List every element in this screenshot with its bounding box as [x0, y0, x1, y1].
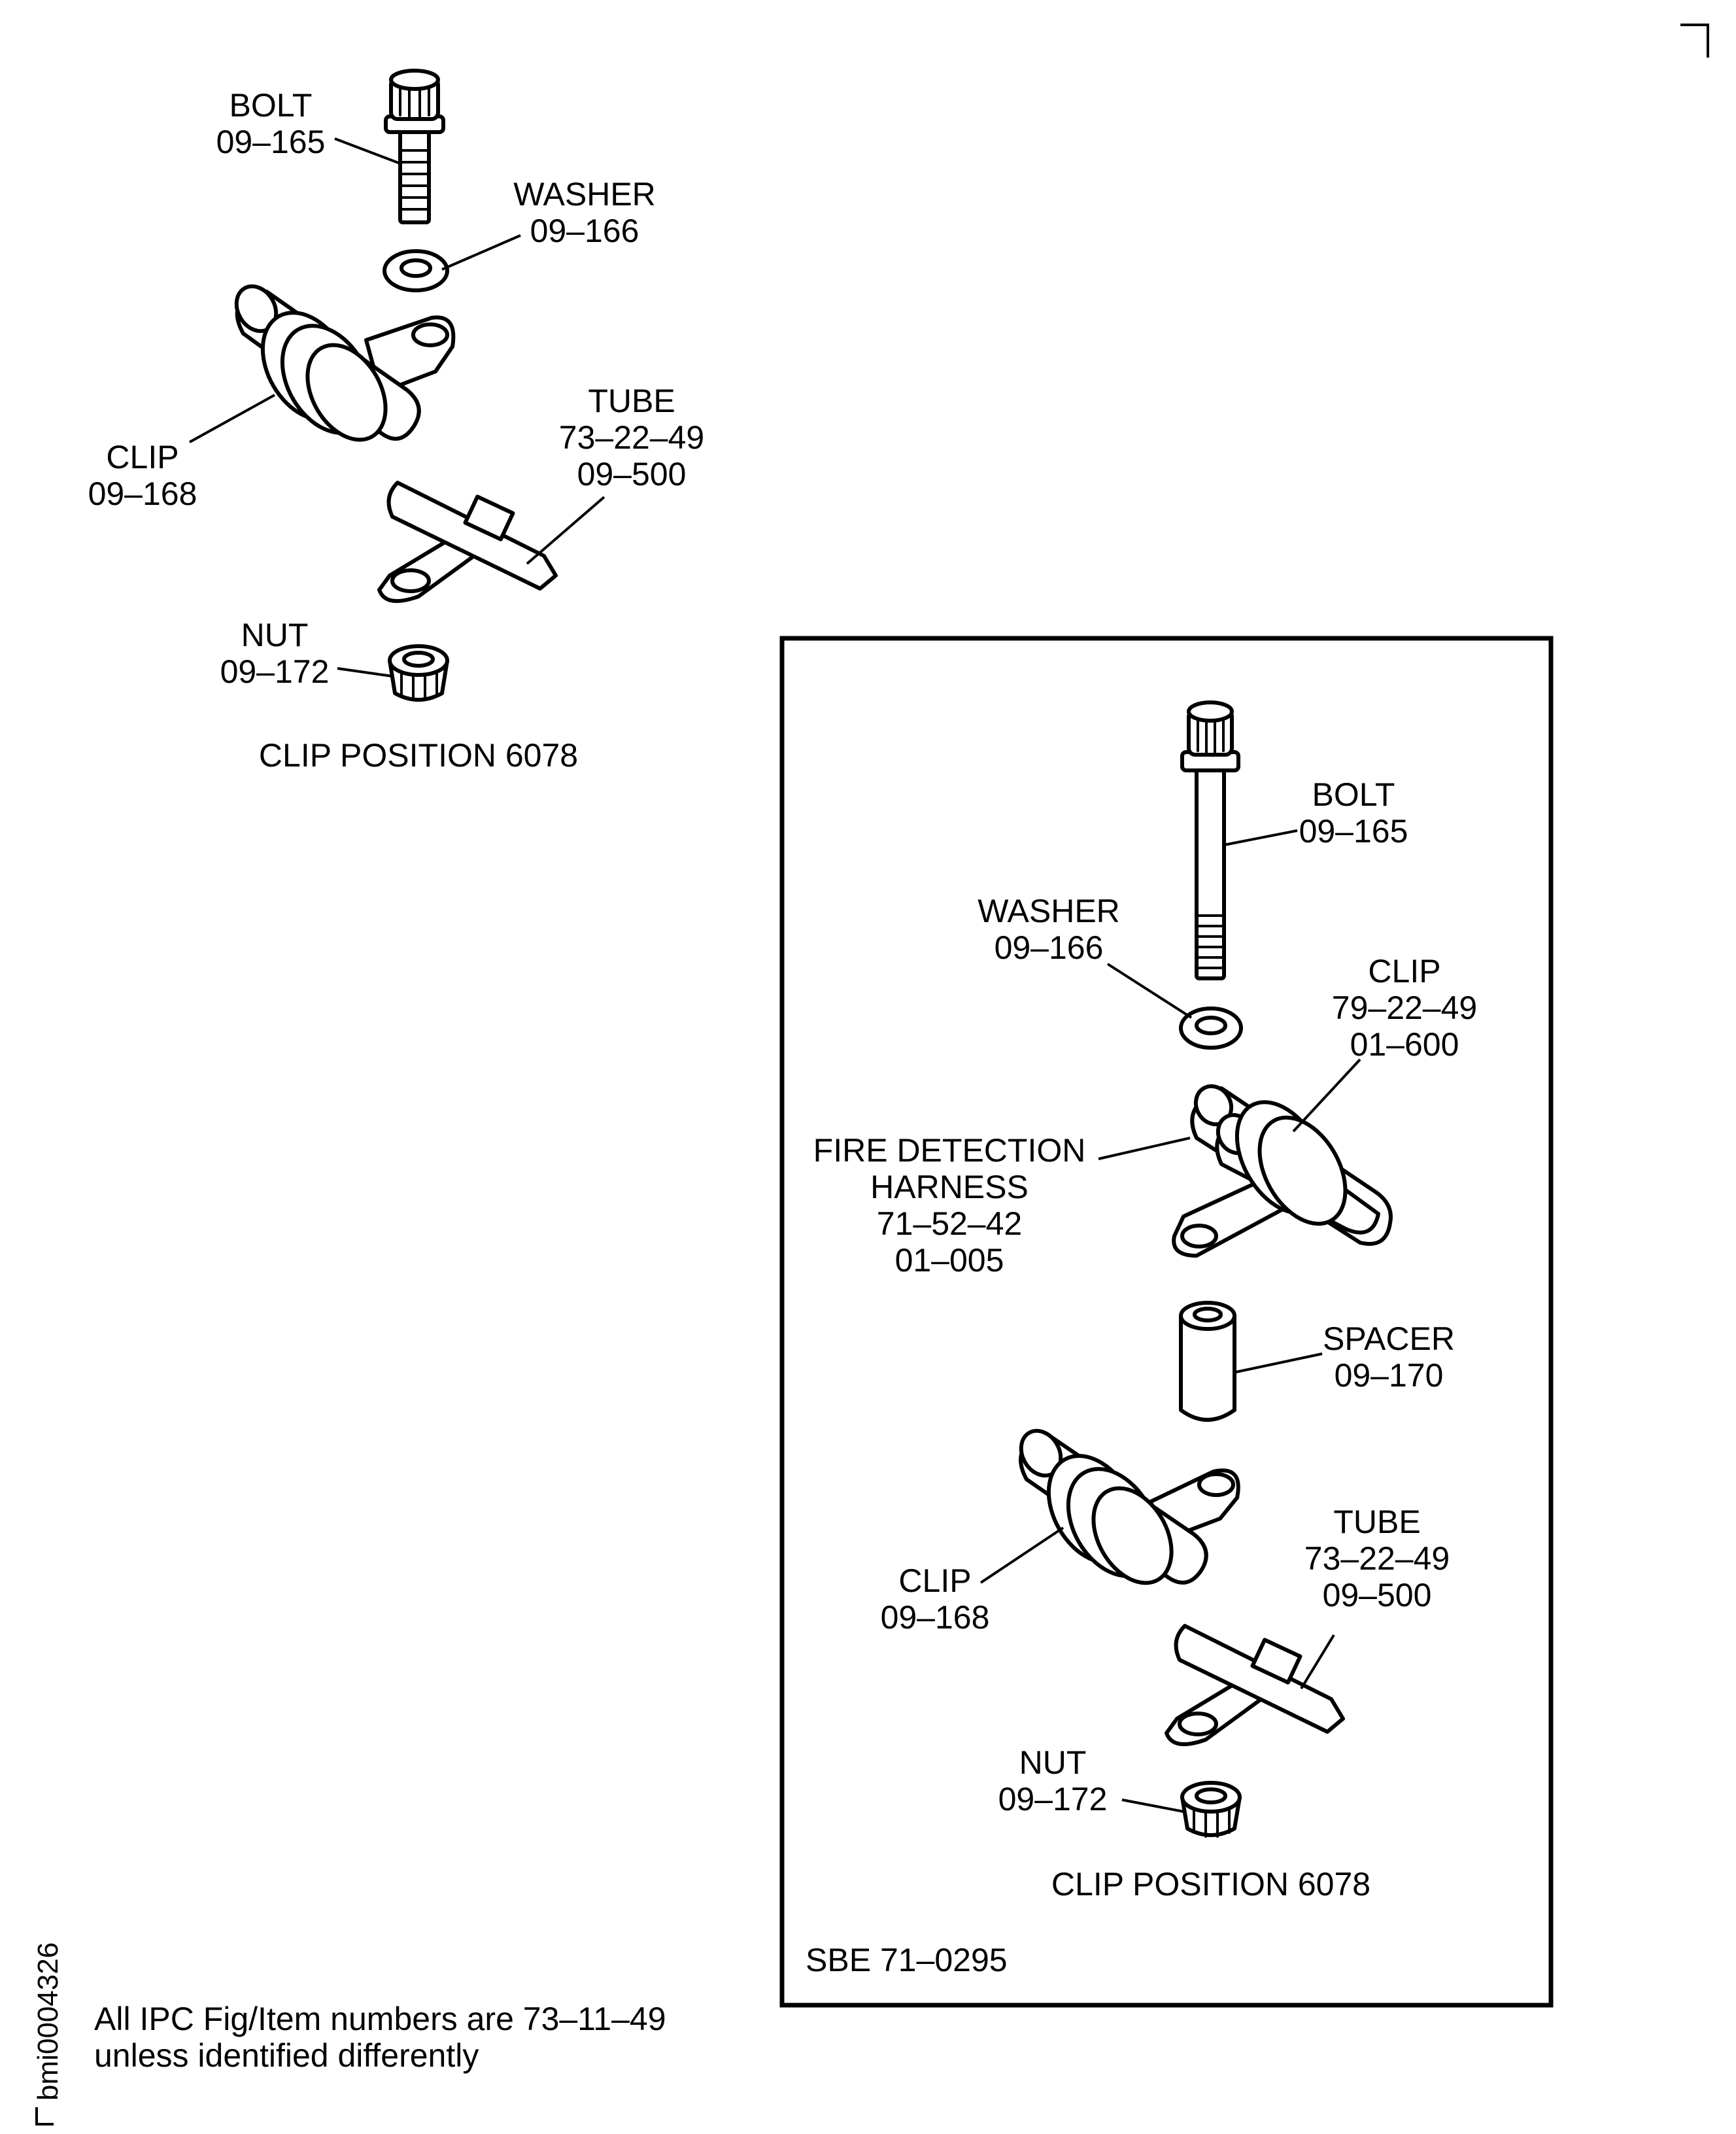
- right-clip-lower-number: 09–168: [881, 1599, 990, 1636]
- harness-line1: FIRE DETECTION: [813, 1132, 1086, 1169]
- right-nut-name: NUT: [1019, 1744, 1087, 1781]
- left-view: BOLT 09–165 WASHER 09–166 TUBE 73–22–49 …: [88, 69, 704, 774]
- right-tube-name: TUBE: [1333, 1504, 1420, 1540]
- left-washer: [383, 249, 449, 292]
- left-nut-number: 09–172: [220, 653, 330, 690]
- right-spacer: [1179, 1301, 1236, 1422]
- right-tube-number: 09–500: [1323, 1577, 1432, 1613]
- right-caption: CLIP POSITION 6078: [1051, 1866, 1370, 1902]
- right-clip-upper-name: CLIP: [1368, 953, 1440, 990]
- right-bolt-number: 09–165: [1299, 813, 1408, 850]
- right-bolt: [1180, 700, 1240, 980]
- left-tube-ref: 73–22–49: [559, 419, 704, 456]
- right-view: BOLT 09–165 WASHER 09–166 CLIP 79–22–49 …: [779, 636, 1554, 2008]
- right-clip-lower: [1019, 1428, 1240, 1585]
- right-clip-upper-ref: 79–22–49: [1332, 990, 1477, 1026]
- footnote-line1: All IPC Fig/Item numbers are 73–11–49: [94, 2001, 666, 2037]
- right-washer-number: 09–166: [995, 929, 1104, 966]
- sbe-reference: SBE 71–0295: [806, 1942, 1008, 1978]
- right-clip-upper: [1172, 1084, 1393, 1258]
- left-tube-name: TUBE: [588, 383, 675, 419]
- left-tube-bracket: [377, 481, 558, 603]
- left-nut: [388, 644, 449, 702]
- spacer-name: SPACER: [1323, 1320, 1455, 1357]
- harness-number: 01–005: [895, 1242, 1004, 1279]
- left-clip-number: 09–168: [88, 475, 197, 512]
- drawing-id-bracket: [35, 2107, 54, 2125]
- left-washer-name: WASHER: [513, 176, 656, 213]
- right-nut: [1180, 1781, 1242, 1838]
- right-tube-bracket: [1165, 1624, 1345, 1746]
- right-washer-name: WASHER: [978, 893, 1120, 929]
- left-caption: CLIP POSITION 6078: [259, 737, 578, 774]
- left-bolt-name: BOLT: [230, 87, 313, 124]
- right-clip-upper-number: 01–600: [1350, 1026, 1459, 1063]
- harness-ref: 71–52–42: [877, 1205, 1022, 1242]
- left-bolt-number: 09–165: [216, 124, 326, 160]
- corner-mark: [1680, 24, 1709, 58]
- left-clip-name: CLIP: [106, 439, 179, 475]
- right-bolt-name: BOLT: [1312, 776, 1395, 813]
- left-washer-number: 09–166: [530, 213, 639, 249]
- spacer-number: 09–170: [1335, 1357, 1444, 1394]
- right-clip-lower-name: CLIP: [898, 1562, 971, 1599]
- right-tube-ref: 73–22–49: [1304, 1540, 1450, 1577]
- right-washer: [1179, 1007, 1243, 1050]
- left-bolt: [384, 69, 445, 224]
- footnote-line2: unless identified differently: [94, 2037, 479, 2074]
- harness-line2: HARNESS: [870, 1169, 1029, 1205]
- left-nut-name: NUT: [241, 617, 309, 653]
- left-clip: [234, 284, 456, 442]
- right-nut-number: 09–172: [998, 1781, 1108, 1817]
- drawing-id: bmi0004326: [32, 1942, 64, 2101]
- left-tube-number: 09–500: [577, 456, 687, 492]
- right-view-frame: [779, 636, 1554, 2008]
